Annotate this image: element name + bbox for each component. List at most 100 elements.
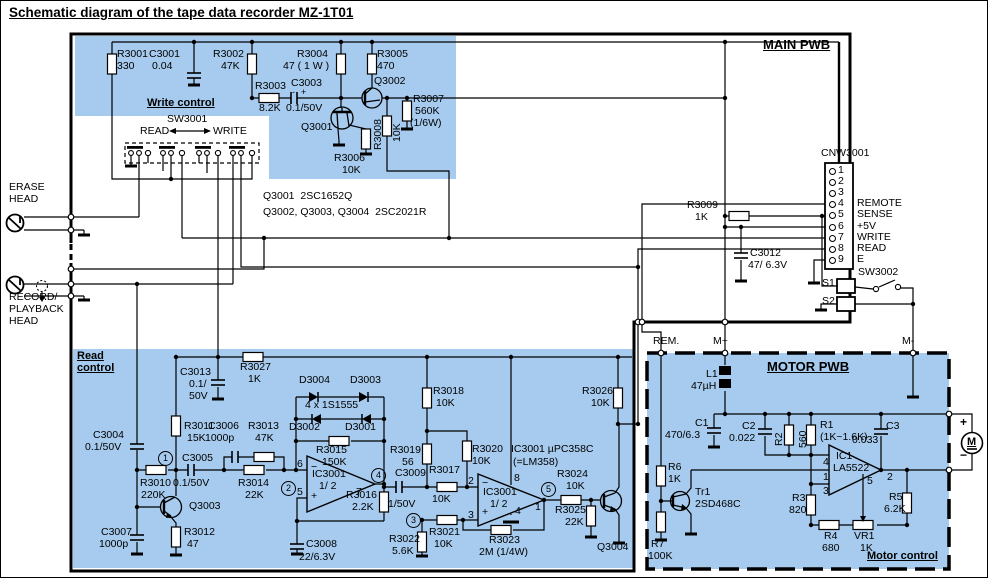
component-label: 1/50V [388,498,416,510]
component-label: 47 [187,538,199,550]
component-label: D3001 [345,421,376,433]
component-label: 1 [823,471,829,483]
component-label: 2SD468C [695,498,741,510]
component-label: RECORD/ [9,291,58,303]
component-label: 1K [248,373,261,385]
component-label: 330 [117,60,135,72]
component-label: 560K [415,105,440,117]
component-label: R3018 [433,385,464,397]
component-label: C3 [886,420,900,432]
component-label: R3005 [377,48,408,60]
component-label: + [960,415,968,429]
component-label: C3006 [208,420,239,432]
component-label: CNW3001 [821,147,870,159]
component-label: 1/ 2 [319,480,337,492]
component-label: 10K [472,455,491,467]
component-label: 10K [342,164,361,176]
pin-number: 4 [838,197,844,210]
page-title: Schematic diagram of the tape data recor… [9,5,354,20]
component-label: R3007 [413,93,444,105]
component-label: MAIN PWB [763,37,831,52]
component-label: 6 [297,458,303,470]
component-label: 1000p [205,432,235,444]
component-label: R3011 [184,420,215,432]
component-label: 2 [887,471,893,483]
component-label: 220K [141,489,166,501]
component-label: Q3001 2SC1652Q [263,190,353,202]
component-label: R2 [773,432,785,446]
component-label: Q3002 [374,75,406,87]
component-label: control [77,362,115,374]
component-label: 1K [668,473,681,485]
component-label: 1/ 2 [490,498,508,510]
component-label: 50V [189,390,208,402]
component-label: 0.1/50V [85,441,122,453]
component-label: R3014 [238,477,269,489]
component-label: R3019 [390,444,421,456]
component-label: 22/6.3V [299,551,336,563]
component-label: 2M (1/4W) [479,546,529,558]
read-write-arrow [169,128,211,134]
component-label: WRITE [213,125,247,137]
component-label: LA5522 [833,462,870,474]
component-label: C3013 [180,366,211,378]
component-label: R3017 [429,464,460,476]
component-label: 10K [432,493,451,505]
component-label: 22K [245,489,264,501]
pin-circle-icon [829,168,836,175]
component-label: + [482,506,489,518]
component-label: 4 [823,456,829,468]
component-label: R3006 [334,152,365,164]
component-label: C3005 [182,452,213,464]
component-label: R4 [824,530,838,542]
component-label: C3007 [101,526,132,538]
component-label: S2 [822,295,835,307]
component-label: READ [140,125,170,137]
component-label: − [482,477,489,489]
pin-label: SENSE [857,208,893,221]
component-label: 680 [822,542,840,554]
component-label: + [311,490,318,502]
component-label: − [311,461,318,473]
component-label: R7 [651,538,665,550]
component-label: R3008 [372,119,384,150]
component-label: Q3001 [301,121,333,133]
component-label: R3025 [555,504,586,516]
component-label: D3002 [289,421,320,433]
component-label: REM. [653,335,680,347]
component-label: Q3003 [189,500,221,512]
component-label: 47K [255,432,274,444]
component-label: C3003 [291,77,322,89]
component-label: R3015 [316,444,347,456]
component-label: 47/ 6.3V [748,259,788,271]
component-label: 10K [591,397,610,409]
component-label: 47 ( 1 W ) [283,60,330,72]
component-label: 4 [371,468,386,483]
pin-circle-icon [829,223,836,231]
component-label: 4 [515,505,521,517]
pin-number: 9 [838,252,844,265]
pin-number: 3 [838,186,844,199]
component-label: R5 [889,491,903,503]
component-label: R3013 [248,420,279,432]
component-label: C3001 [149,48,180,60]
component-label: R6 [668,461,682,473]
component-label: D3003 [350,374,381,386]
component-label: PLAYBACK [9,303,64,315]
component-label: 3 [823,485,829,497]
pin-label: +5V [857,219,876,232]
component-label: M- [902,335,915,347]
component-label: 0.04 [152,60,173,72]
component-label: IC3001 [483,486,517,498]
component-label: C2 [742,420,756,432]
component-label: IC3001 µPC358C [511,443,594,455]
pin-circle-icon [829,201,836,209]
component-label: HEAD [9,193,39,205]
component-label: R3004 [297,48,328,60]
pin-circle-icon [829,234,836,242]
component-label: Write control [147,97,215,109]
component-label: ERASE [9,181,45,193]
component-label: HEAD [9,315,39,327]
component-label: 6.2K [884,503,906,515]
